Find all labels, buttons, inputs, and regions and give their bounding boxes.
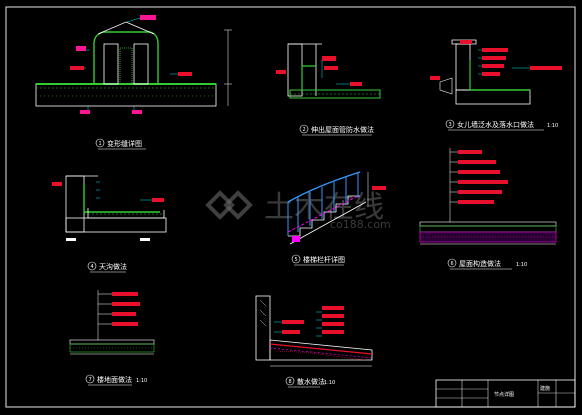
svg-text:1: 1 [99,141,102,147]
d1-tag [70,66,84,70]
svg-text:4: 4 [91,264,94,270]
d1-number-circle [95,138,105,148]
detail-7: 7 楼地面做法 1:10 [69,290,155,386]
title-block: 节点详图 建施 [435,379,576,408]
d2-tag [324,66,338,70]
svg-text:3: 3 [449,122,452,128]
d1-tag [178,72,192,76]
d8-tag [282,320,304,324]
d5-steps [288,195,360,237]
d7-tag [112,322,138,326]
detail-3: 3 女儿墙泛水及落水口做法 1:10 [430,39,562,131]
d8-tag [322,306,344,310]
d7-number-circle [85,374,95,384]
d4-wall [65,175,85,233]
d3-tag [482,56,506,60]
svg-text:6: 6 [451,261,454,267]
detail-4: 4 天沟做法 [52,175,167,273]
svg-text:5: 5 [295,257,298,263]
d3-wall [455,43,471,91]
d5-handrail [287,171,361,203]
d4-caption: 天沟做法 [99,262,127,271]
d3-caption: 女儿墙泛水及落水口做法 [457,120,534,129]
d2-caption: 伸出屋面管防水做法 [311,125,374,134]
d3-tag [482,48,508,52]
svg-text:7: 7 [89,377,92,383]
d1-tag [132,110,142,114]
d7-tag [112,312,136,316]
svg-text:8: 8 [289,379,292,385]
d6-caption: 屋面构造做法 [459,259,501,268]
d6-layers [419,221,557,227]
d8-wall [255,295,271,361]
svg-text:2: 2 [303,127,306,133]
detail-1: 1 变形缝详图 [35,15,232,150]
d2-number-circle [299,124,309,134]
watermark-logo-icon [205,190,253,220]
d3-number-circle [445,119,455,129]
d6-scale: 1:10 [516,262,527,268]
d4-tag [152,198,164,202]
d6-tag [458,170,500,174]
d6-tag [458,180,508,184]
d3-scale: 1:10 [547,123,558,129]
sheet-frame [5,6,576,408]
d7-tag [112,292,138,296]
d1-tag [76,46,86,51]
d3-tag [460,40,472,44]
d3-tag [482,64,504,68]
title-sheet-no: 建施 [540,385,550,392]
title-drawing-name: 节点详图 [494,391,514,398]
d6-tag [458,150,482,154]
d6-tag [458,200,494,204]
d6-tag [458,190,502,194]
d6-number-circle [447,258,457,268]
detail-5: 5 楼梯栏杆详图 [287,171,386,266]
d5-caption: 楼梯栏杆详图 [303,255,345,264]
d1-tag [80,110,90,114]
d5-tag [372,186,386,190]
detail-8: 8 散水做法 1:10 [255,295,373,388]
d5-number-circle [291,254,301,264]
d7-caption: 楼地面做法 [97,375,132,384]
d2-tag [322,56,336,61]
d3-tag [430,76,440,80]
d8-tag [322,330,344,334]
d1-tag [140,15,156,20]
d2-parapet [287,43,303,97]
d2-tag [276,70,286,74]
d8-number-circle [285,376,295,386]
d1-caption: 变形缝详图 [107,139,142,148]
detail-6: 6 屋面构造做法 1:10 [419,148,557,270]
d7-scale: 1:10 [136,378,147,384]
d2-tag [350,82,362,86]
d6-tag [458,160,496,164]
d7-tag [112,302,140,306]
d8-tag [322,322,344,326]
d7-layers [69,339,155,345]
d3-tag [482,72,500,76]
d8-scale: 1:10 [324,380,335,386]
d8-tag [322,314,344,318]
d4-number-circle [87,261,97,271]
d1-slab [35,83,217,107]
d3-tag [530,66,562,70]
d4-tag [52,182,62,186]
detail-2: 2 伸出屋面管防水做法 [276,43,381,136]
watermark-en: co188.com [330,218,391,231]
d8-caption: 散水做法 [297,377,325,386]
d8-tag [282,330,300,334]
